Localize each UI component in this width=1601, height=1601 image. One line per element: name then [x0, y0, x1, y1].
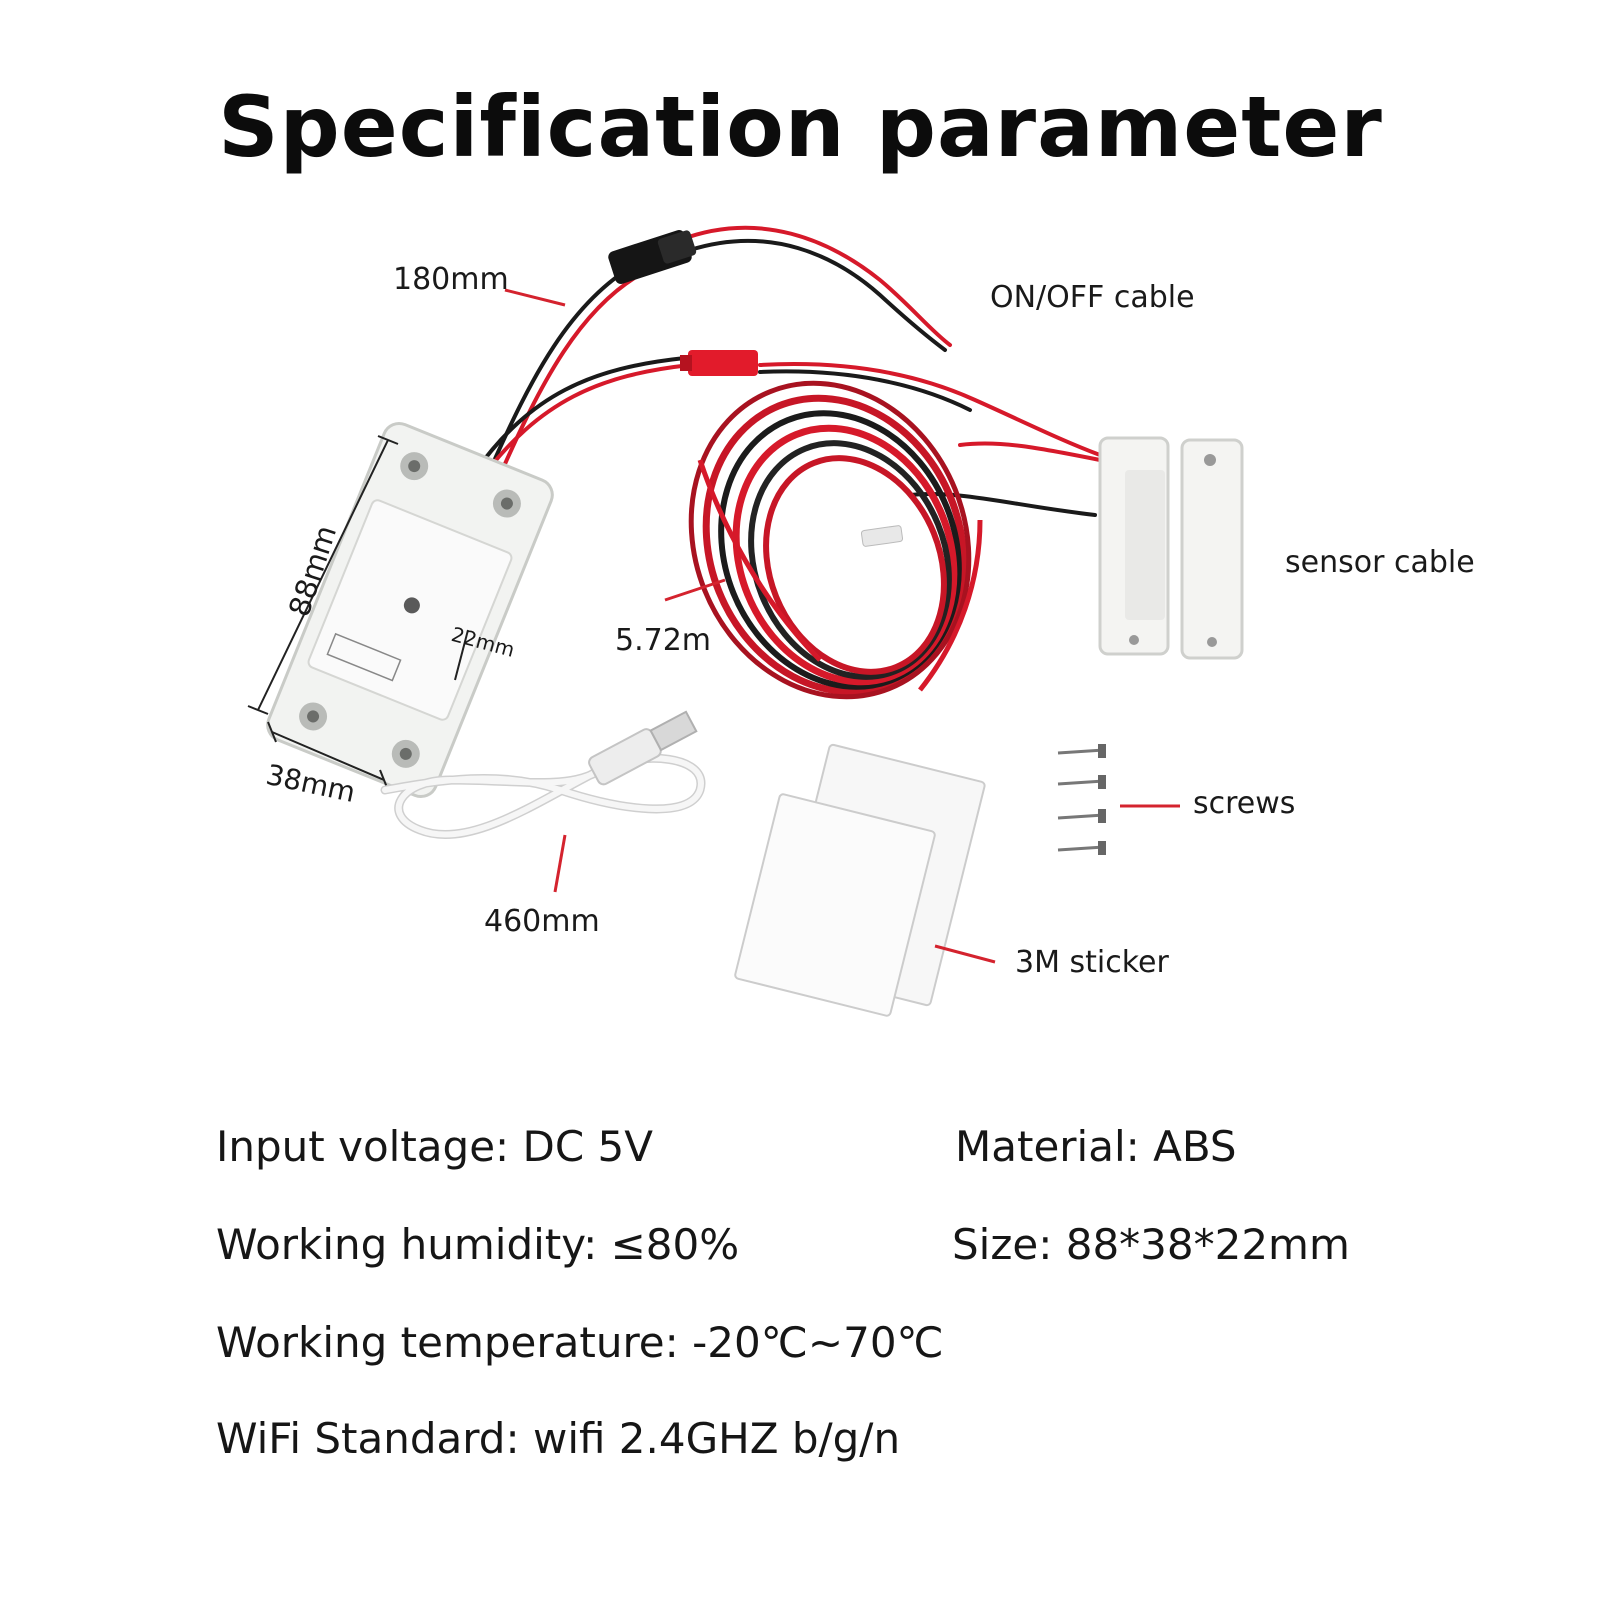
screw-2: [1057, 775, 1106, 789]
label-3m-sticker: 3M sticker: [1015, 945, 1169, 980]
controller-module: [266, 421, 554, 799]
spec-material: Material: ABS: [955, 1122, 1237, 1171]
usb-plug: [588, 710, 698, 786]
label-180mm: 180mm: [393, 262, 509, 297]
module-screw-top-left: [400, 452, 429, 481]
spec-size: Size: 88*38*22mm: [952, 1220, 1350, 1269]
magnetic-sensor: [1098, 436, 1244, 660]
dimension-lines: [247, 435, 469, 791]
label-screws: screws: [1193, 786, 1296, 821]
label-sensor-cable: sensor cable: [1285, 545, 1475, 580]
spec-wifi-standard: WiFi Standard: wifi 2.4GHZ b/g/n: [216, 1414, 901, 1463]
spec-working-humidity: Working humidity: ≤80%: [216, 1220, 740, 1269]
screw-4: [1057, 841, 1106, 855]
screw-1: [1057, 744, 1106, 758]
label-460mm: 460mm: [484, 904, 600, 939]
screws: [1057, 744, 1106, 855]
module-screw-bottom-left: [299, 702, 328, 731]
screw-3: [1057, 809, 1106, 823]
module-screw-bottom-right: [391, 739, 420, 768]
spec-input-voltage: Input voltage: DC 5V: [216, 1122, 654, 1171]
sticker-3m-front: [734, 793, 936, 1017]
red-connector: [680, 350, 758, 376]
onoff-connector: [608, 230, 697, 284]
page-title: Specification parameter: [218, 78, 1383, 176]
module-screw-top-right: [492, 489, 521, 518]
label-5-72m: 5.72m: [615, 623, 712, 658]
spec-working-temperature: Working temperature: -20℃~70℃: [216, 1318, 944, 1367]
callout-lines: [504, 288, 1180, 964]
sensor-cable-wires: [473, 356, 1102, 517]
label-onoff-cable: ON/OFF cable: [990, 280, 1195, 315]
cable-coil: [688, 380, 983, 700]
